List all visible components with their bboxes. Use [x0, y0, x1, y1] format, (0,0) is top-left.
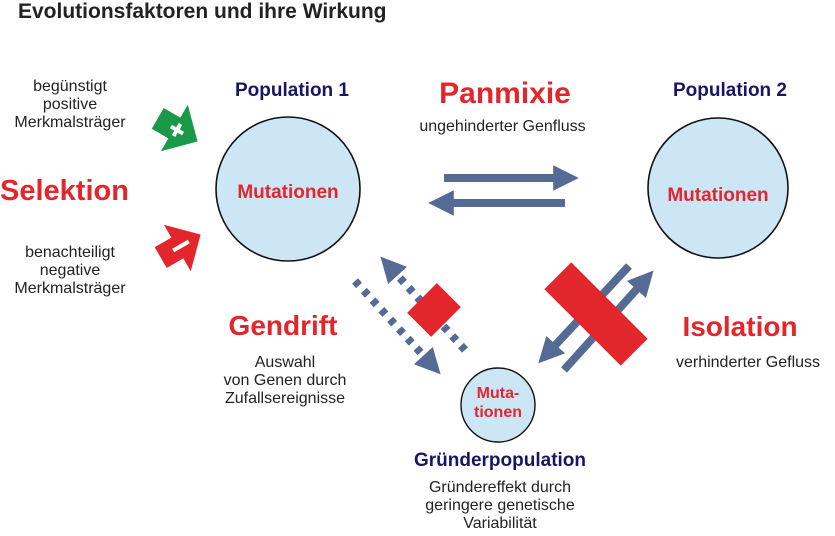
isolation-description: verhinderter Gefluss [675, 354, 821, 371]
isolation-label: Isolation [682, 311, 798, 342]
negative-line-2: negative [39, 261, 101, 279]
drift-barrier-block [407, 283, 461, 337]
founder-population-circle [460, 367, 536, 443]
positive-line-1: begünstigt [33, 78, 107, 95]
positive-selection-text: begünstigt positive Merkmalsträger [5, 78, 135, 132]
isolation-barrier-block [544, 262, 648, 366]
positive-line-3: Merkmalsträger [14, 113, 126, 131]
drift-arrow-down-icon [352, 278, 441, 375]
panmixie-label: Panmixie [439, 77, 571, 110]
minus-icon [172, 239, 190, 253]
positive-line-2: positive [42, 95, 98, 113]
population-2-mutations: Mutationen [667, 185, 769, 206]
founder-mutations-line-2: tionen [474, 404, 522, 422]
gendrift-line-3: Zufallsereignisse [224, 389, 346, 407]
population-1-circle [215, 116, 361, 262]
population-2-circle [647, 117, 789, 259]
population-2-label: Population 2 [673, 80, 787, 101]
population-1-label: Population 1 [235, 80, 349, 101]
gendrift-line-2: von Genen durch [223, 371, 347, 389]
selektion-label: Selektion [0, 175, 129, 207]
founder-line-3: Variabilität [463, 514, 537, 532]
gendrift-description: Auswahl von Genen durch Zufallsereigniss… [200, 354, 370, 408]
founder-line-1: Gründereffekt durch [428, 479, 571, 496]
page-title: Evolutionsfaktoren und ihre Wirkung [18, 0, 387, 23]
negative-line-1: benachteiligt [25, 244, 115, 261]
founder-description: Gründereffekt durch geringere genetische… [395, 479, 605, 533]
plus-icon [169, 122, 185, 138]
negative-line-3: Merkmalsträger [14, 279, 126, 297]
founder-mutations-line-1: Muta- [476, 385, 520, 402]
population-1-mutations: Mutationen [237, 182, 339, 203]
panmixie-description: ungehinderter Genfluss [419, 118, 586, 135]
founder-line-2: geringere genetische [425, 496, 575, 514]
founder-mutations: Muta- tionen [461, 384, 535, 422]
gendrift-line-1: Auswahl [254, 354, 316, 371]
founder-population-label: Gründerpopulation [413, 450, 587, 471]
gendrift-label: Gendrift [228, 310, 338, 341]
negative-selection-text: benachteiligt negative Merkmalsträger [5, 244, 135, 298]
